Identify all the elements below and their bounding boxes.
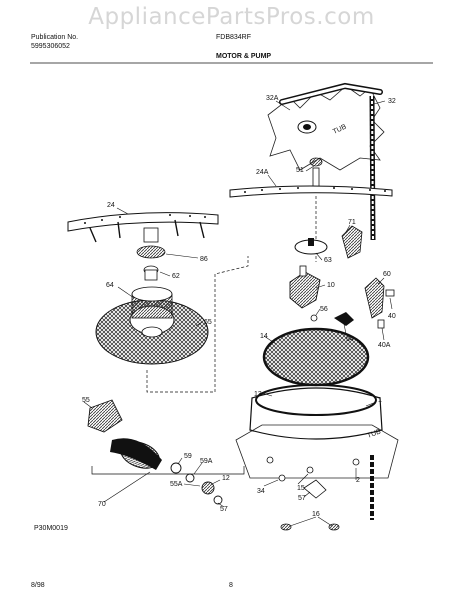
callout-32: 32 bbox=[388, 98, 396, 105]
screw-34 bbox=[278, 474, 286, 482]
hose-54 bbox=[334, 312, 354, 326]
part-callouts: 32A 32 51 24A 24 71 86 63 62 60 10 64 65… bbox=[82, 95, 396, 518]
motor-bracket-55 bbox=[87, 399, 123, 433]
clip-57 bbox=[303, 479, 327, 499]
ring-59A bbox=[185, 473, 195, 483]
callout-71: 71 bbox=[348, 219, 356, 226]
callout-63: 63 bbox=[324, 257, 332, 264]
publication-number: 5995306052 bbox=[31, 43, 70, 50]
callout-2: 2 bbox=[356, 477, 360, 484]
figure-code: P30M0019 bbox=[34, 525, 68, 532]
manifold-10 bbox=[289, 271, 321, 309]
screw-56 bbox=[310, 314, 318, 322]
center-pump-parts bbox=[289, 225, 395, 329]
part-40 bbox=[385, 289, 395, 297]
middle-spray-arm bbox=[229, 185, 393, 198]
tub-label-top: TUB bbox=[332, 123, 348, 135]
motor-assembly bbox=[87, 399, 245, 505]
seal-59 bbox=[170, 462, 182, 474]
callout-12: 12 bbox=[222, 475, 230, 482]
tub-base-1 bbox=[235, 424, 399, 479]
screw-15 bbox=[306, 466, 314, 474]
callout-24: 24 bbox=[107, 202, 115, 209]
leader-lines bbox=[83, 100, 393, 527]
part-40A bbox=[377, 319, 385, 329]
page-number: 8 bbox=[229, 582, 233, 589]
callout-55: 55 bbox=[82, 397, 90, 404]
lower-spray-arm-assembly bbox=[67, 212, 219, 281]
callout-55A: 55A bbox=[170, 481, 183, 488]
sump-assembly: TUB bbox=[235, 384, 399, 531]
callout-14: 14 bbox=[260, 333, 268, 340]
publication-label: Publication No. bbox=[31, 34, 79, 41]
callout-15: 15 bbox=[297, 485, 305, 492]
impeller-12 bbox=[201, 481, 215, 495]
callout-51: 51 bbox=[296, 167, 304, 174]
callout-13: 13 bbox=[254, 391, 262, 398]
callout-40A: 40A bbox=[378, 342, 391, 349]
callout-34: 34 bbox=[257, 488, 265, 495]
solenoid-60 bbox=[364, 277, 385, 319]
footer-date: 8/98 bbox=[31, 582, 45, 589]
callout-10: 10 bbox=[327, 282, 335, 289]
spray-arm-nut bbox=[309, 157, 323, 167]
clip-57-left bbox=[213, 495, 223, 505]
callout-59A: 59A bbox=[200, 458, 213, 465]
callout-70: 70 bbox=[98, 501, 106, 508]
callout-60: 60 bbox=[383, 271, 391, 278]
model-number: FDB834RF bbox=[216, 34, 252, 41]
callout-32A: 32A bbox=[266, 95, 279, 102]
lower-spray-arm bbox=[67, 212, 219, 232]
callout-62: 62 bbox=[172, 273, 180, 280]
wash-impeller-86 bbox=[136, 245, 166, 259]
sump-13 bbox=[249, 387, 383, 440]
pump-filter-assembly bbox=[95, 286, 209, 365]
callout-1: 1 bbox=[378, 397, 382, 404]
callout-40: 40 bbox=[388, 313, 396, 320]
callout-57-left: 57 bbox=[220, 506, 228, 513]
section-title: MOTOR & PUMP bbox=[216, 53, 272, 60]
tub-label-bottom: TUB bbox=[366, 428, 382, 439]
nut-16a bbox=[280, 523, 292, 531]
callout-86: 86 bbox=[200, 256, 208, 263]
watermark: AppliancePartsPros.com bbox=[88, 4, 375, 30]
callout-24A: 24A bbox=[256, 169, 269, 176]
upper-spray-arm-assembly: TUB bbox=[229, 82, 393, 241]
callout-64: 64 bbox=[106, 282, 114, 289]
bracket-71 bbox=[341, 225, 363, 259]
callout-16: 16 bbox=[312, 511, 320, 518]
callout-54: 54 bbox=[346, 336, 354, 343]
callout-57-right: 57 bbox=[298, 495, 306, 502]
callout-56: 56 bbox=[320, 306, 328, 313]
callout-59: 59 bbox=[184, 453, 192, 460]
callout-65: 65 bbox=[204, 319, 212, 326]
